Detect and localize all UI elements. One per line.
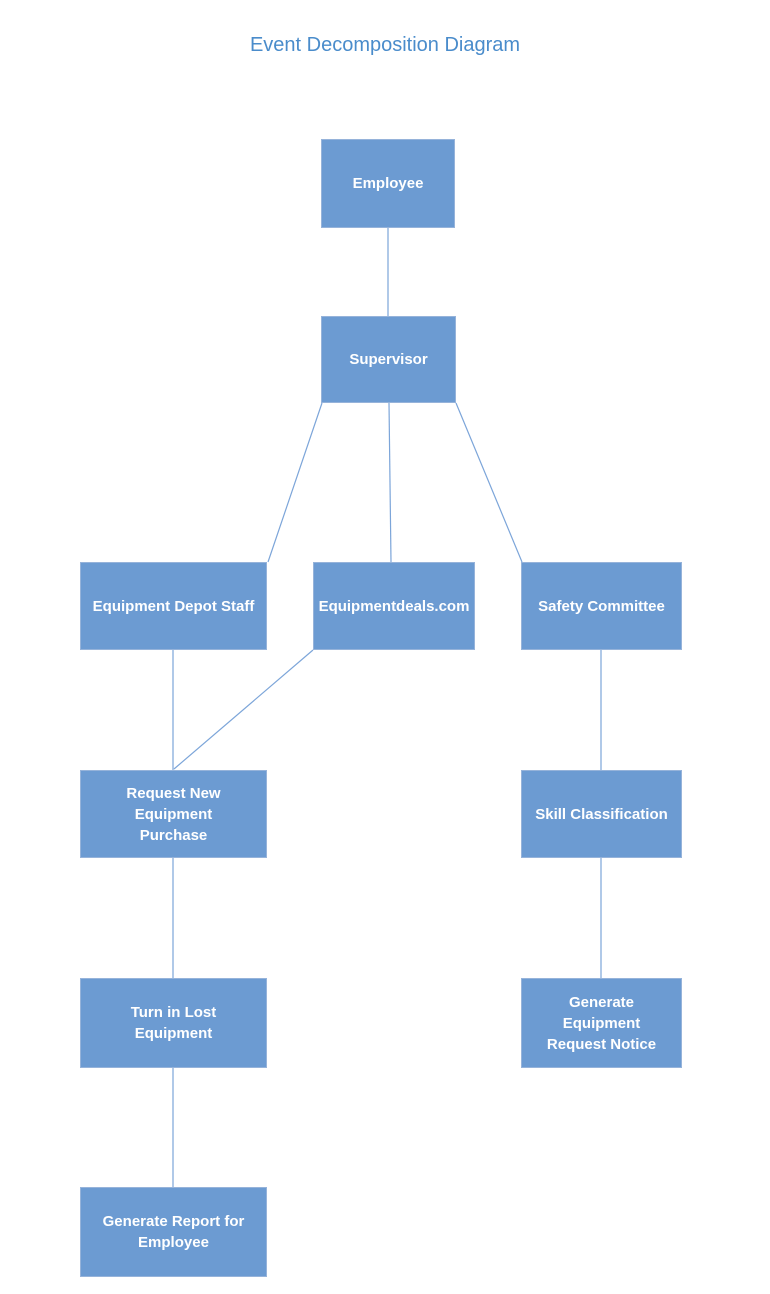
- node-generate-report-for-employee[interactable]: Generate Report for Employee: [80, 1187, 267, 1277]
- connector-supervisor-safety-committee: [455, 402, 523, 563]
- node-skill-classification[interactable]: Skill Classification: [521, 770, 682, 858]
- node-employee[interactable]: Employee: [321, 139, 455, 228]
- node-equipment-depot-staff[interactable]: Equipment Depot Staff: [80, 562, 267, 650]
- node-generate-equipment-request-notice[interactable]: Generate Equipment Request Notice: [521, 978, 682, 1068]
- node-turn-in-lost-equipment[interactable]: Turn in Lost Equipment: [80, 978, 267, 1068]
- node-equipmentdeals-com[interactable]: Equipmentdeals.com: [313, 562, 475, 650]
- connector-equipmentdeals-request-purchase: [173, 649, 314, 770]
- node-supervisor[interactable]: Supervisor: [321, 316, 456, 403]
- connector-supervisor-equipment-depot-staff: [267, 402, 323, 563]
- diagram-title: Event Decomposition Diagram: [249, 34, 521, 56]
- node-request-new-equipment-purchase[interactable]: Request New Equipment Purchase: [80, 770, 267, 858]
- node-safety-committee[interactable]: Safety Committee: [521, 562, 682, 650]
- connector-supervisor-equipmentdeals: [388, 402, 392, 563]
